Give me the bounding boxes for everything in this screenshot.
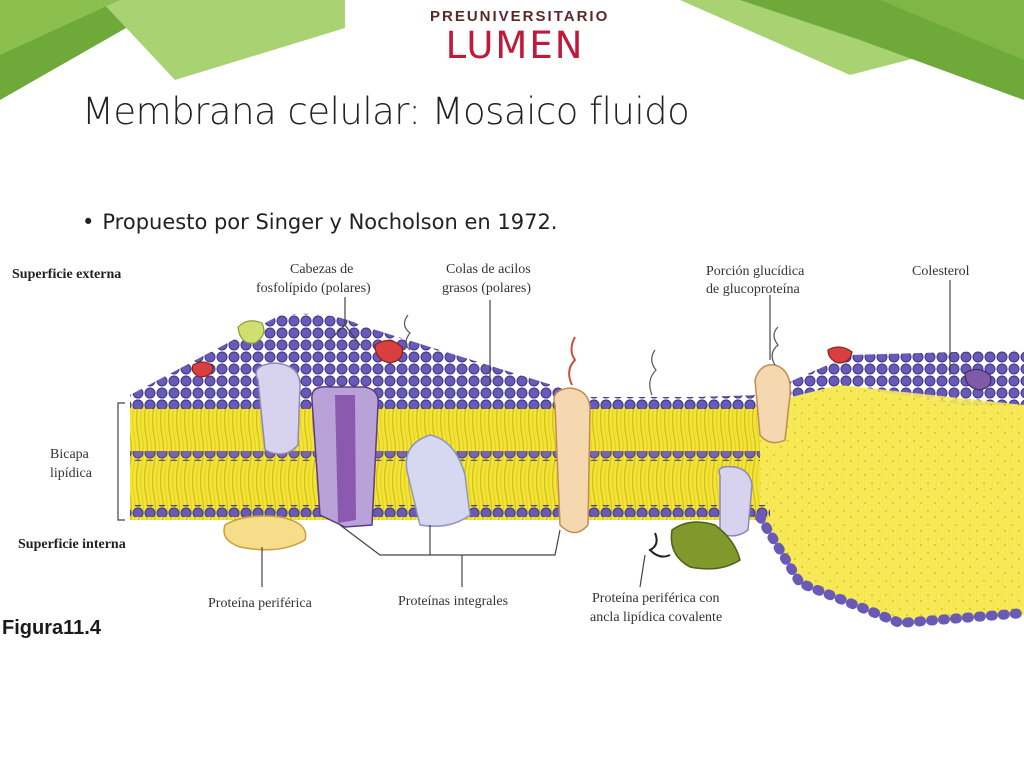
label-colas-2: grasos (polares)	[442, 281, 531, 296]
label-colas-1: Colas de acilos	[446, 262, 531, 277]
integral-protein-blue	[405, 434, 471, 527]
banner-shape-right-accent	[880, 0, 1024, 60]
label-porcion-2: de glucoproteína	[706, 282, 800, 297]
integral-protein-peach	[553, 387, 591, 534]
lipid-anchor-chain	[648, 532, 671, 558]
outer-lipid-heads-row	[130, 397, 770, 409]
banner-shape-left-mid	[0, 0, 120, 55]
carbohydrate-chain-right	[771, 326, 779, 366]
surface-protein-red-small	[191, 361, 214, 378]
bullet-text: Propuesto por Singer y Nocholson en 1972…	[102, 210, 558, 234]
banner-shape-left-light	[100, 0, 345, 80]
label-ancla-1: Proteína periférica con	[592, 591, 720, 606]
label-superficie-externa: Superficie externa	[12, 267, 121, 282]
slide-title: Membrana celular: Mosaico fluido	[82, 90, 690, 133]
label-proteina-periferica: Proteína periférica	[208, 596, 313, 611]
carbohydrate-chain-left	[403, 314, 411, 351]
label-ancla-2: ancla lipídica covalente	[590, 610, 722, 625]
label-cabezas-2: fosfolípido (polares)	[256, 281, 371, 296]
integral-protein-lilac	[255, 362, 301, 455]
label-cabezas-1: Cabezas de	[290, 262, 353, 277]
label-porcion-1: Porción glucídica	[706, 264, 805, 279]
label-colesterol: Colesterol	[912, 264, 970, 279]
bullet-dot-icon: •	[82, 210, 95, 234]
logo-top-text: PREUNIVERSITARIO	[430, 8, 610, 25]
surface-protein-green	[237, 320, 265, 344]
bullet-point: • Propuesto por Singer y Nocholson en 197…	[82, 210, 557, 234]
label-superficie-interna: Superficie interna	[18, 537, 126, 552]
carbohydrate-chain-mid	[568, 336, 577, 386]
integral-protein-gray	[718, 465, 753, 537]
label-bicapa-1: Bicapa	[50, 447, 90, 462]
figure-caption: Figura11.4	[2, 617, 101, 639]
header-banner	[0, 0, 1024, 100]
carbohydrate-chain-far	[649, 349, 657, 396]
membrane-diagram: Superficie externa Cabezas de fosfolípid…	[12, 262, 1024, 629]
integral-protein-peach-right	[754, 364, 791, 444]
lower-heads-edge	[755, 512, 1024, 629]
integral-protein-violet-core	[335, 395, 356, 523]
leader-lines	[117, 280, 951, 588]
peripheral-protein-yellow	[223, 515, 307, 551]
label-bicapa-2: lipídica	[50, 466, 93, 481]
lumen-logo: PREUNIVERSITARIO LUMEN	[430, 8, 610, 67]
surface-protein-red-right	[827, 346, 853, 364]
surface-protein-red	[374, 339, 404, 364]
label-proteinas-integrales: Proteínas integrales	[398, 594, 508, 609]
cholesterol-molecule	[964, 368, 992, 391]
cut-bilayer-face	[760, 385, 1024, 625]
peripheral-protein-anchored	[670, 521, 741, 570]
logo-main-text: LUMEN	[445, 24, 585, 67]
